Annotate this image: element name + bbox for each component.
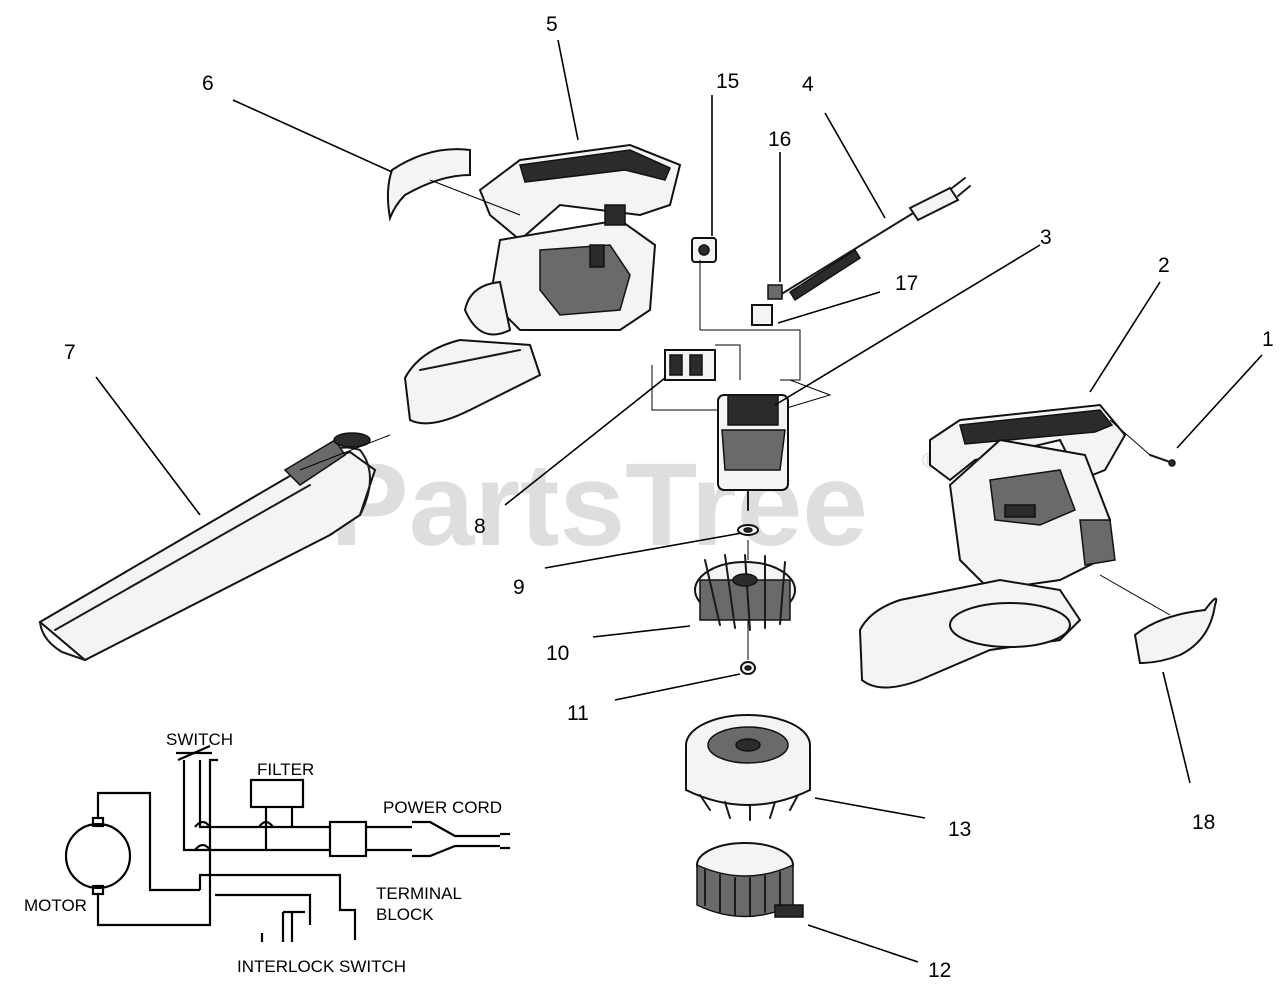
part-8-terminal-block[interactable] bbox=[664, 349, 716, 381]
part-11-nut[interactable] bbox=[740, 661, 756, 675]
block-label: BLOCK bbox=[376, 905, 434, 924]
leader-lines bbox=[95, 39, 1263, 963]
callout-6[interactable]: 6 bbox=[202, 72, 214, 95]
part-12-impeller[interactable] bbox=[696, 842, 804, 918]
interlock-switch-label: INTERLOCK SWITCH bbox=[237, 957, 406, 976]
terminal-block-symbol bbox=[328, 820, 368, 858]
callout-2[interactable]: 2 bbox=[1158, 254, 1170, 277]
part-3-motor[interactable] bbox=[717, 394, 789, 511]
part-9-washer[interactable] bbox=[737, 524, 759, 536]
part-4-power-cord[interactable] bbox=[774, 177, 971, 302]
callout-12[interactable]: 12 bbox=[928, 959, 951, 982]
part-5-housing-left[interactable] bbox=[403, 143, 682, 425]
callout-9[interactable]: 9 bbox=[513, 576, 525, 599]
part-18-nozzle-insert[interactable] bbox=[1133, 597, 1218, 665]
part-17-label[interactable] bbox=[751, 304, 773, 326]
part-10-fan[interactable] bbox=[694, 554, 796, 631]
part-7-blower-tube[interactable] bbox=[38, 432, 377, 662]
callout-7[interactable]: 7 bbox=[64, 341, 76, 364]
callout-13[interactable]: 13 bbox=[948, 818, 971, 841]
callout-10[interactable]: 10 bbox=[546, 642, 569, 665]
part-1-screw[interactable] bbox=[1149, 454, 1176, 467]
motor-symbol bbox=[64, 822, 132, 890]
power-cord-plug-symbol bbox=[412, 820, 500, 858]
callout-1[interactable]: 1 bbox=[1262, 328, 1274, 351]
part-6-nozzle-insert[interactable] bbox=[386, 148, 471, 222]
switch-label: SWITCH bbox=[166, 730, 233, 749]
callout-11[interactable]: 11 bbox=[567, 702, 589, 725]
filter-label: FILTER bbox=[257, 760, 314, 779]
callout-4[interactable]: 4 bbox=[802, 73, 814, 96]
part-15-switch[interactable] bbox=[691, 237, 717, 263]
part-2-housing-right[interactable] bbox=[858, 403, 1127, 689]
part-13-impeller-housing[interactable] bbox=[685, 714, 811, 821]
motor-label: MOTOR bbox=[24, 896, 87, 915]
part-16-strain-relief[interactable] bbox=[767, 284, 783, 300]
filter-symbol bbox=[249, 778, 305, 809]
callout-8[interactable]: 8 bbox=[474, 515, 486, 538]
callout-16[interactable]: 16 bbox=[768, 128, 791, 151]
power-cord-label: POWER CORD bbox=[383, 798, 502, 817]
callout-3[interactable]: 3 bbox=[1040, 226, 1052, 249]
assembly-guide-lines bbox=[299, 179, 1171, 660]
callout-5[interactable]: 5 bbox=[546, 13, 558, 36]
terminal-label: TERMINAL bbox=[376, 884, 462, 903]
callout-17[interactable]: 17 bbox=[895, 272, 918, 295]
callout-18[interactable]: 18 bbox=[1192, 811, 1215, 834]
callout-numbers: 1 2 3 4 5 6 7 8 9 10 11 12 13 15 16 17 1… bbox=[64, 13, 1274, 982]
wiring-schematic bbox=[64, 744, 510, 942]
internal-wiring-lines bbox=[651, 260, 832, 411]
callout-15[interactable]: 15 bbox=[716, 70, 739, 93]
